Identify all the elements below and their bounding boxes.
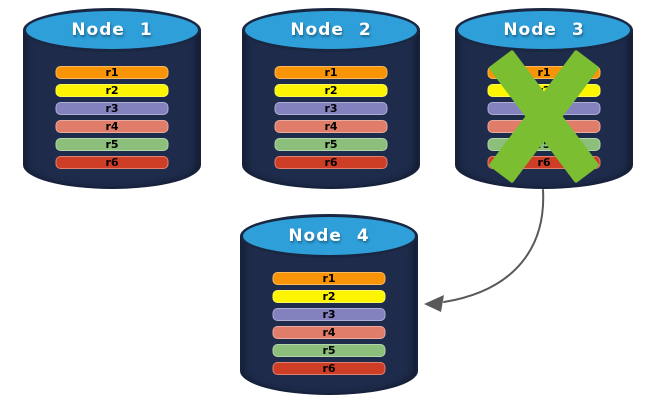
row-r6: r6: [55, 156, 169, 169]
row-r1-label: r1: [537, 66, 551, 79]
node-2-rows: r1 r2 r3 r4 r5 r6: [274, 66, 388, 174]
row-r4: r4: [55, 120, 169, 133]
row-r6-label: r6: [537, 156, 551, 169]
node-1-cylinder-top: Node 1: [23, 8, 201, 52]
row-r2: r2: [274, 84, 388, 97]
row-r5: r5: [272, 344, 386, 357]
node-2-title: Node 2: [290, 20, 372, 40]
row-r4: r4: [272, 326, 386, 339]
row-r6-label: r6: [322, 362, 336, 375]
row-r1: r1: [55, 66, 169, 79]
node-1-rows: r1 r2 r3 r4 r5 r6: [55, 66, 169, 174]
row-r3-label: r3: [105, 102, 119, 115]
node-3-cylinder: Node 3 r1 r2 r3 r4 r5 r6: [455, 8, 633, 189]
row-r3-label: r3: [324, 102, 338, 115]
failure-x-icon: [488, 44, 600, 189]
row-r3-label: r3: [322, 308, 336, 321]
node-4-cylinder-top: Node 4: [240, 214, 418, 258]
row-r1-label: r1: [105, 66, 119, 79]
row-r5-label: r5: [537, 138, 551, 151]
row-r3: r3: [274, 102, 388, 115]
replication-arrow-line: [443, 189, 545, 303]
row-r1-label: r1: [324, 66, 338, 79]
row-r1: r1: [272, 272, 386, 285]
row-r1: r1: [274, 66, 388, 79]
row-r6-label: r6: [324, 156, 338, 169]
node-3-cylinder-top: Node 3: [455, 8, 633, 52]
row-r5-label: r5: [322, 344, 336, 357]
row-r2-label: r2: [322, 290, 336, 303]
row-r1-label: r1: [322, 272, 336, 285]
row-r3: r3: [55, 102, 169, 115]
node-4-cylinder: Node 4 r1 r2 r3 r4 r5 r6: [240, 214, 418, 395]
row-r6-label: r6: [105, 156, 119, 169]
row-r4: r4: [274, 120, 388, 133]
row-r2-label: r2: [105, 84, 119, 97]
node-4-rows: r1 r2 r3 r4 r5 r6: [272, 272, 386, 380]
node-1-title: Node 1: [71, 20, 153, 40]
row-r3: r3: [272, 308, 386, 321]
node-2-cylinder-top: Node 2: [242, 8, 420, 52]
node-1-cylinder: Node 1 r1 r2 r3 r4 r5 r6: [23, 8, 201, 189]
row-r5-label: r5: [105, 138, 119, 151]
node-3-title: Node 3: [503, 20, 585, 40]
replication-arrowhead-icon: [424, 295, 444, 312]
row-r5-label: r5: [324, 138, 338, 151]
row-r2: r2: [272, 290, 386, 303]
node-2-cylinder: Node 2 r1 r2 r3 r4 r5 r6: [242, 8, 420, 189]
row-r4-label: r4: [105, 120, 119, 133]
node-4-title: Node 4: [288, 226, 370, 246]
row-r2: r2: [55, 84, 169, 97]
row-r6: r6: [274, 156, 388, 169]
row-r5: r5: [55, 138, 169, 151]
row-r4-label: r4: [322, 326, 336, 339]
row-r4-label: r4: [324, 120, 338, 133]
row-r6: r6: [272, 362, 386, 375]
row-r2-label: r2: [324, 84, 338, 97]
row-r5: r5: [274, 138, 388, 151]
